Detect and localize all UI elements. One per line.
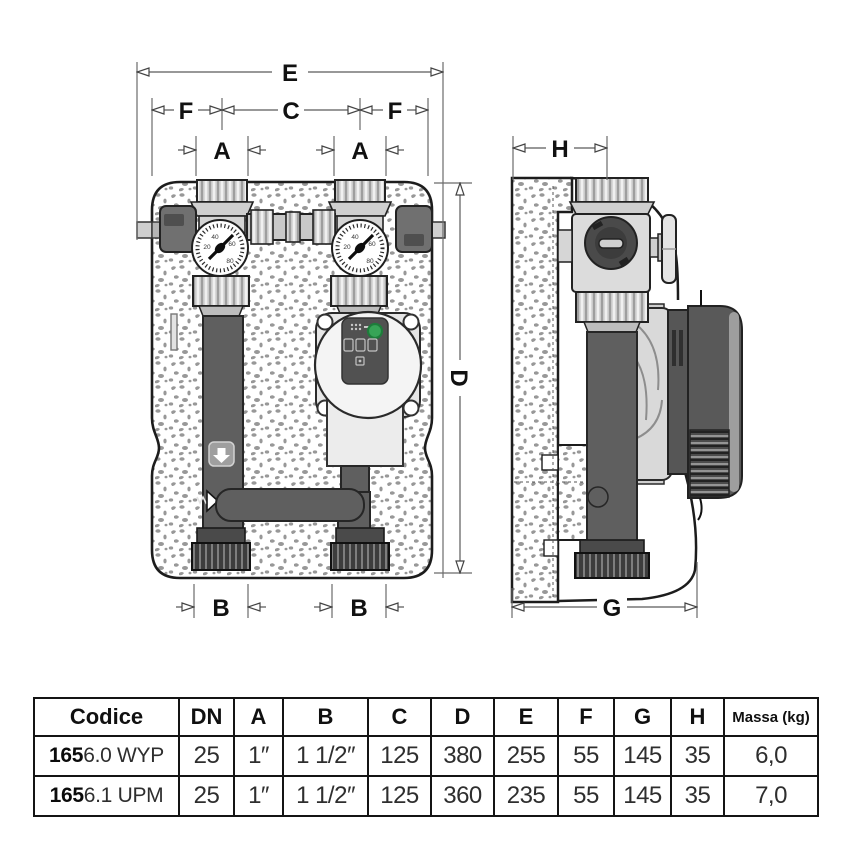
svg-text:20: 20 xyxy=(343,244,351,251)
svg-text:60: 60 xyxy=(228,241,236,248)
header-c: C xyxy=(367,697,432,737)
header-dn: DN xyxy=(178,697,235,737)
left-thermometer-gauge: 20 40 60 80 xyxy=(191,219,249,277)
svg-text:40: 40 xyxy=(351,234,359,241)
right-thermometer-gauge: 20 40 60 80 xyxy=(331,219,389,277)
wall-slot xyxy=(170,313,178,351)
table-header-row: Codice DN A B C D E F G H Massa (kg) xyxy=(33,697,819,737)
dim-label-d: D xyxy=(445,369,472,386)
side-pipe xyxy=(586,331,638,549)
cell-massa: 7,0 xyxy=(723,775,819,817)
dim-label-f-left: F xyxy=(179,98,194,125)
cell-e: 255 xyxy=(493,735,559,777)
dim-label-b-right: B xyxy=(350,595,367,622)
svg-text:40: 40 xyxy=(211,234,219,241)
cell-massa: 6,0 xyxy=(723,735,819,777)
dim-label-h: H xyxy=(551,136,568,163)
dim-b: B B xyxy=(176,584,404,622)
svg-text:80: 80 xyxy=(226,258,234,265)
left-bottom-fitting xyxy=(191,527,251,571)
left-union-nut xyxy=(192,275,250,317)
circulator-pump xyxy=(313,310,423,467)
dim-fcf: F C F xyxy=(152,97,428,176)
handwheel xyxy=(649,214,677,284)
cell-e: 235 xyxy=(493,775,559,817)
cell-a: 1″ xyxy=(233,775,284,817)
dim-d: D xyxy=(434,183,474,573)
status-led xyxy=(366,322,384,340)
side-bottom-fitting xyxy=(574,539,650,579)
header-a: A xyxy=(233,697,284,737)
dim-label-f-right: F xyxy=(388,98,403,125)
dim-label-a-right: A xyxy=(351,138,368,165)
dim-label-b-left: B xyxy=(212,595,229,622)
header-massa: Massa (kg) xyxy=(723,697,819,737)
side-valve-assembly xyxy=(557,177,677,333)
svg-text:60: 60 xyxy=(368,241,376,248)
cell-g: 145 xyxy=(613,775,672,817)
left-side-connector xyxy=(151,205,197,253)
spec-table: Codice DN A B C D E F G H Massa (kg) 165… xyxy=(33,697,819,817)
right-union-nut xyxy=(330,275,388,317)
cell-c: 125 xyxy=(367,775,432,817)
cell-f: 55 xyxy=(557,775,615,817)
side-view xyxy=(510,176,743,604)
table-row: 1656.0 WYP 25 1″ 1 1/2″ 125 380 255 55 1… xyxy=(33,735,819,777)
right-bottom-fitting xyxy=(330,527,390,571)
panel-display-dots xyxy=(350,323,369,331)
front-view: 20 40 60 80 20 40 60 80 xyxy=(136,179,446,580)
svg-text:80: 80 xyxy=(366,258,374,265)
dim-label-a-left: A xyxy=(213,138,230,165)
header-b: B xyxy=(282,697,369,737)
panel-mode-icons xyxy=(343,338,378,366)
technical-drawing: 20 40 60 80 20 40 60 80 xyxy=(0,58,743,622)
cell-a: 1″ xyxy=(233,735,284,777)
motor-flange xyxy=(667,309,689,475)
right-side-connector xyxy=(395,205,433,253)
cell-g: 145 xyxy=(613,735,672,777)
dim-e: E xyxy=(137,58,443,578)
cell-d: 380 xyxy=(430,735,495,777)
cell-c: 125 xyxy=(367,735,432,777)
header-h: H xyxy=(670,697,725,737)
header-d: D xyxy=(430,697,495,737)
svg-text:20: 20 xyxy=(203,244,211,251)
header-g: G xyxy=(613,697,672,737)
cell-code: 1656.0 WYP xyxy=(33,735,180,777)
flow-direction-icon xyxy=(208,441,235,467)
bottom-crossover-pipe xyxy=(215,488,365,522)
header-e: E xyxy=(493,697,559,737)
cell-dn: 25 xyxy=(178,735,235,777)
left-stub xyxy=(136,221,153,239)
dim-label-e: E xyxy=(282,60,298,87)
dim-label-g: G xyxy=(603,595,622,622)
header-f: F xyxy=(557,697,615,737)
dim-a: A A xyxy=(178,136,404,176)
dim-label-c: C xyxy=(282,98,299,125)
cell-h: 35 xyxy=(670,735,725,777)
cell-b: 1 1/2″ xyxy=(282,735,369,777)
cell-code: 1656.1 UPM xyxy=(33,775,180,817)
pump-motor-side xyxy=(621,290,743,521)
table-row: 1656.1 UPM 25 1″ 1 1/2″ 125 360 235 55 1… xyxy=(33,775,819,817)
cell-d: 360 xyxy=(430,775,495,817)
dim-g: G xyxy=(512,562,697,622)
dim-h: H xyxy=(513,135,607,180)
cell-dn: 25 xyxy=(178,775,235,817)
cell-b: 1 1/2″ xyxy=(282,775,369,817)
motor-fins xyxy=(689,429,730,498)
top-crossover-pipe xyxy=(246,209,336,245)
header-codice: Codice xyxy=(33,697,180,737)
cell-h: 35 xyxy=(670,775,725,817)
cell-f: 55 xyxy=(557,735,615,777)
dimensions: E F C F xyxy=(137,58,697,622)
